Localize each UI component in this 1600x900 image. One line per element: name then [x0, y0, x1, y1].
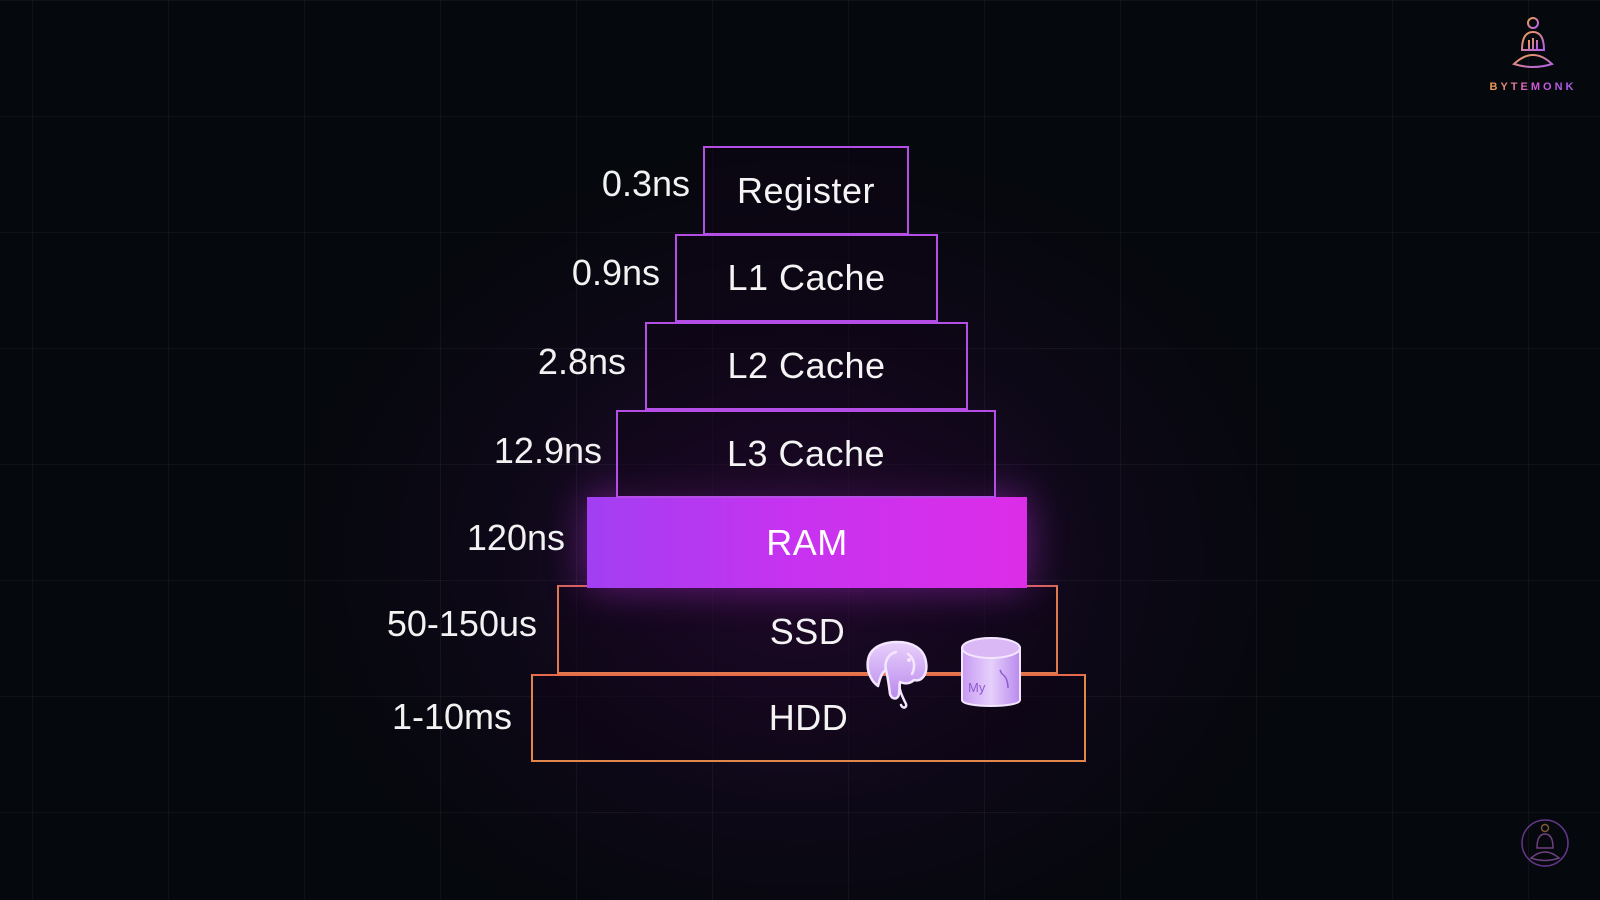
latency-l1-cache: 0.9ns [571, 252, 660, 293]
watermark-logo-icon [1521, 819, 1569, 867]
tier-l3-cache: L3 Cache [616, 410, 996, 498]
tier-ssd-label: SSD [769, 610, 846, 652]
bytemonk-logo: BYTEMONK [1488, 16, 1578, 93]
latency-l2-cache: 2.8ns [537, 341, 626, 382]
latency-hdd: 1-10ms [391, 696, 512, 737]
latency-ssd: 50-150us [386, 603, 537, 644]
brand-name: BYTEMONK [1489, 81, 1577, 93]
tier-l3-cache-label: L3 Cache [726, 433, 886, 474]
tier-ram-label: RAM [766, 521, 848, 563]
mysql-database-icon: My [961, 637, 1021, 707]
tier-hdd-label: HDD [768, 697, 849, 738]
tier-l2-cache-label: L2 Cache [727, 345, 886, 386]
tier-ram: RAM [587, 497, 1027, 588]
latency-l3-cache: 12.9ns [493, 430, 602, 471]
latency-register: 0.3ns [601, 163, 690, 204]
tier-register: Register [703, 146, 909, 235]
postgresql-elephant-icon [866, 640, 928, 709]
monk-logo-icon [1512, 17, 1554, 68]
tier-l1-cache-label: L1 Cache [727, 257, 886, 298]
mysql-icon-text: My [968, 680, 986, 695]
tier-l1-cache: L1 Cache [675, 234, 938, 322]
tier-l2-cache: L2 Cache [645, 322, 968, 410]
tier-register-label: Register [736, 169, 876, 211]
latency-ram: 120ns [466, 517, 565, 558]
